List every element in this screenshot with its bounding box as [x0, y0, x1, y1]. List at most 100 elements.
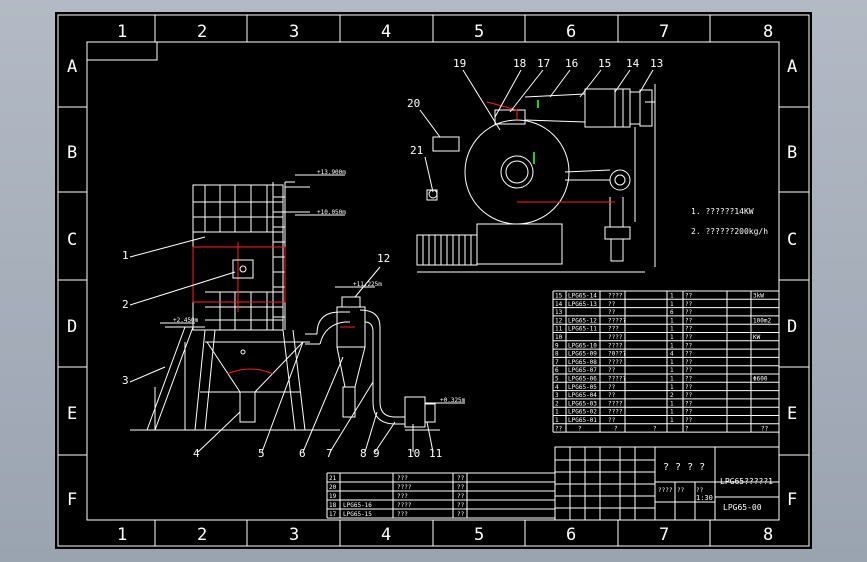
scale-value: 1:30 — [696, 494, 713, 502]
bom-header: ? — [614, 425, 618, 432]
bom-cell-no: 8 — [555, 351, 559, 358]
bom-cell-code: LPG65-04 — [568, 392, 597, 399]
bom-cell-no: 1 — [555, 409, 559, 416]
bom-cell-no: 11 — [555, 326, 563, 333]
bom-cell-name: ????? — [608, 376, 626, 383]
bom-cell-no: 10 — [555, 334, 563, 341]
row-letter: A — [787, 57, 797, 77]
callout-label: 20 — [407, 97, 420, 110]
bom-cell-material: ?? — [457, 493, 465, 500]
scale-label: ???? — [658, 487, 673, 494]
bom-cell-qty: 1 — [670, 334, 674, 341]
row-letter: C — [787, 230, 797, 250]
bom-cell-qty: 1 — [670, 384, 674, 391]
bom-cell-material: ?? — [685, 342, 693, 349]
callout-label: 3 — [122, 374, 129, 387]
bom-cell-no: 4 — [555, 384, 559, 391]
callout-label: 6 — [299, 447, 306, 460]
bom-cell-no: 18 — [329, 502, 337, 509]
bom-cell-code: LPG65-14 — [568, 293, 597, 300]
bom-cell-material: ?? — [685, 309, 693, 316]
bom-cell-material: ?? — [685, 359, 693, 366]
bom-cell-code: LPG65-03 — [568, 400, 597, 407]
bom-cell-note: 3kW — [753, 293, 764, 300]
bom-cell-name: ?? — [608, 301, 616, 308]
bom-cell-name: ???? — [608, 409, 623, 416]
bom-cell-material: ?? — [685, 301, 693, 308]
bom-cell-code: LPG65-10 — [568, 342, 597, 349]
bom-cell-material: ?? — [685, 409, 693, 416]
col-number: 1 — [117, 22, 127, 42]
bom-cell-qty: 1 — [670, 293, 674, 300]
bom-cell-code: LPG65-07 — [568, 367, 597, 374]
bom-cell-note: KW — [753, 334, 761, 341]
bom-cell-name: ???? — [397, 502, 412, 509]
bom-cell-material: ?? — [685, 326, 693, 333]
bom-header: ?? — [555, 425, 563, 432]
bom-cell-no: 5 — [555, 376, 559, 383]
col-number: 2 — [197, 525, 207, 545]
col-number: 3 — [289, 22, 299, 42]
col-number: 1 — [117, 525, 127, 545]
callout-label: 14 — [626, 57, 640, 70]
bom-cell-qty: 1 — [670, 417, 674, 424]
bom-cell-qty: 1 — [670, 376, 674, 383]
bom-cell-qty: 6 — [670, 309, 674, 316]
bom-cell-code: LPG65-05 — [568, 384, 597, 391]
bom-cell-code: LPG65-11 — [568, 326, 597, 333]
col-number: 8 — [763, 525, 773, 545]
callout-label: 11 — [429, 447, 442, 460]
bom-cell-name: ?? — [608, 384, 616, 391]
callout-label: 12 — [377, 252, 390, 265]
bom-cell-code: LPG65-01 — [568, 417, 597, 424]
callout-label: 9 — [373, 447, 380, 460]
callout-label: 2 — [122, 298, 129, 311]
bom-cell-material: ?? — [685, 400, 693, 407]
col-number: 2 — [197, 22, 207, 42]
bom-cell-material: ?? — [685, 376, 693, 383]
bom-cell-material: ?? — [685, 367, 693, 374]
callout-label: 21 — [410, 144, 423, 157]
bom-cell-material: ?? — [685, 293, 693, 300]
bom-cell-no: 14 — [555, 301, 563, 308]
callout-label: 19 — [453, 57, 466, 70]
bom-cell-no: 1 — [555, 417, 559, 424]
level-mark: +0.325m — [440, 397, 466, 404]
bom-cell-no: 3 — [555, 392, 559, 399]
callout-label: 5 — [258, 447, 265, 460]
col-number: 4 — [381, 525, 391, 545]
bom-cell-qty: 1 — [670, 367, 674, 374]
bom-cell-material: ?? — [685, 392, 693, 399]
bom-cell-name: ?0??? — [608, 351, 626, 358]
bom-cell-no: 12 — [555, 317, 563, 324]
bom-cell-qty: 1 — [670, 301, 674, 308]
title-block — [554, 446, 780, 521]
drawing-canvas[interactable]: 1 2 3 4 5 6 7 8 1 2 3 4 5 6 7 8 A B C D … — [55, 12, 812, 549]
bom-cell-qty: 1 — [670, 409, 674, 416]
col-number: 5 — [474, 525, 484, 545]
callout-label: 4 — [193, 447, 200, 460]
callout-label: 16 — [565, 57, 578, 70]
col-number: 6 — [566, 525, 576, 545]
bom-cell-material: ?? — [685, 317, 693, 324]
bom-cell-name: ?? — [608, 309, 616, 316]
row-letter: E — [67, 404, 77, 424]
bom-cell-material: ?? — [457, 502, 465, 509]
bom-cell-code: LPG65-02 — [568, 409, 597, 416]
col-number: 5 — [474, 22, 484, 42]
callout-label: 8 — [360, 447, 367, 460]
callout-label: 17 — [537, 57, 550, 70]
bom-cell-qty: 1 — [670, 400, 674, 407]
bom-cell-qty: 1 — [670, 317, 674, 324]
bom-cell-qty: 1 — [670, 342, 674, 349]
bom-cell-no: 20 — [329, 484, 337, 491]
bom-cell-material: ?? — [685, 351, 693, 358]
row-letter: B — [787, 143, 797, 163]
bom-cell-no: 6 — [555, 367, 559, 374]
drawing-number: LPG65-00 — [723, 503, 762, 512]
corner-label-box — [86, 41, 158, 61]
bom-cell-name: ???? — [608, 293, 623, 300]
